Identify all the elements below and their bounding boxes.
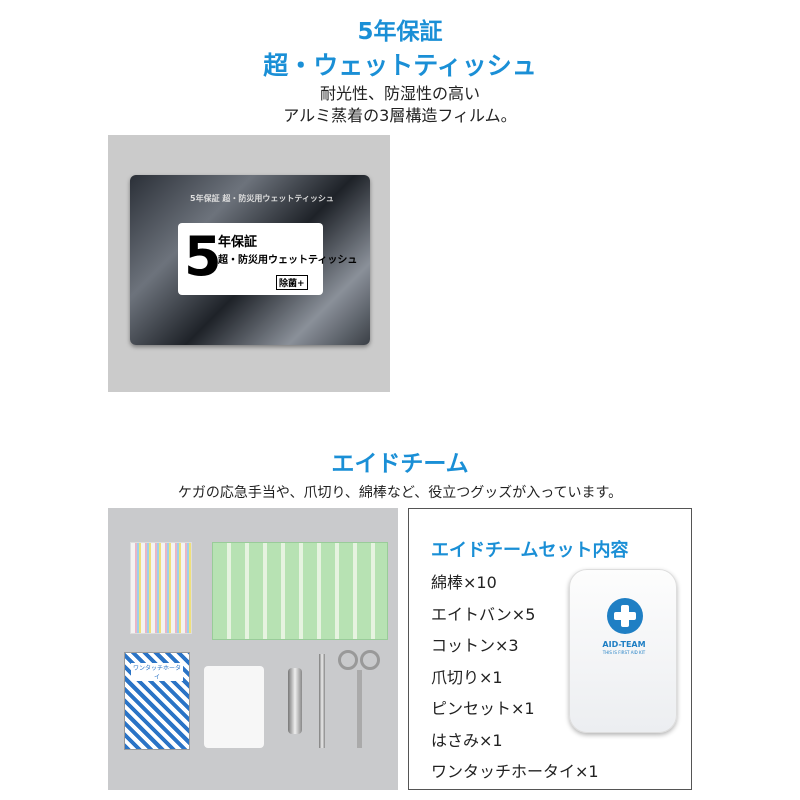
medical-cross-icon [607,598,643,634]
list-item: エイトバン×5 [431,604,536,624]
aid-team-case: AID-TEAM THIS IS FIRST AID KIT [569,569,677,733]
case-brand: AID-TEAM [602,640,646,649]
scissors [338,650,382,750]
contents-list: 綿棒×10 エイトバン×5 コットン×3 爪切り×1 ピンセット×1 はさみ×1… [431,567,599,788]
aid-team-contents-photo: ワンタッチホータイ [108,508,398,790]
pouch-big-digit: 5 [184,225,222,288]
list-item: はさみ×1 [431,730,503,750]
contents-box-title: エイドチームセット内容 [431,540,629,561]
list-item: ワンタッチホータイ×1 [431,762,599,781]
list-item: 綿棒×10 [431,573,497,592]
wet-tissue-photo: 5年保証 超・防災用ウェットティッシュ 5 年保証 超・防災用ウェットティッシュ… [108,135,390,392]
nail-clipper [288,668,302,734]
pouch-label-line1: 年保証 [218,235,258,250]
cotton [204,666,264,748]
aid-team-contents-box: エイドチームセット内容 綿棒×10 エイトバン×5 コットン×3 爪切り×1 ピ… [408,508,692,790]
wet-tissue-pouch: 5年保証 超・防災用ウェットティッシュ 5 年保証 超・防災用ウェットティッシュ… [130,175,370,345]
tweezers [319,654,325,748]
list-item: コットン×3 [431,636,519,655]
case-tagline: THIS IS FIRST AID KIT [602,650,646,655]
pouch-label: 5 年保証 超・防災用ウェットティッシュ 除菌+ [178,223,357,295]
pouch-badge: 除菌+ [276,275,308,290]
list-item: ピンセット×1 [431,699,535,718]
one-touch-bandage: ワンタッチホータイ [124,652,190,750]
aid-team-subtitle: ケガの応急手当や、爪切り、綿棒など、役立つグッズが入っています。 [177,485,623,501]
pouch-label-line2: 超・防災用ウェットティッシュ [218,255,358,266]
aid-team-title: エイドチーム [331,451,469,477]
bandages [212,542,388,640]
one-touch-bandage-label: ワンタッチホータイ [131,663,183,681]
wet-tissue-title-line2: 超・ウェットティッシュ [263,51,537,80]
list-item: 爪切り×1 [431,667,503,687]
wet-tissue-title-line1: 5年保証 [357,19,443,45]
wet-tissue-desc-line1: 耐光性、防湿性の高い [319,84,480,103]
cotton-swabs [130,542,192,634]
pouch-small-text: 5年保証 超・防災用ウェットティッシュ [190,194,334,203]
wet-tissue-desc-line2: アルミ蒸着の3層構造フィルム。 [283,106,517,125]
